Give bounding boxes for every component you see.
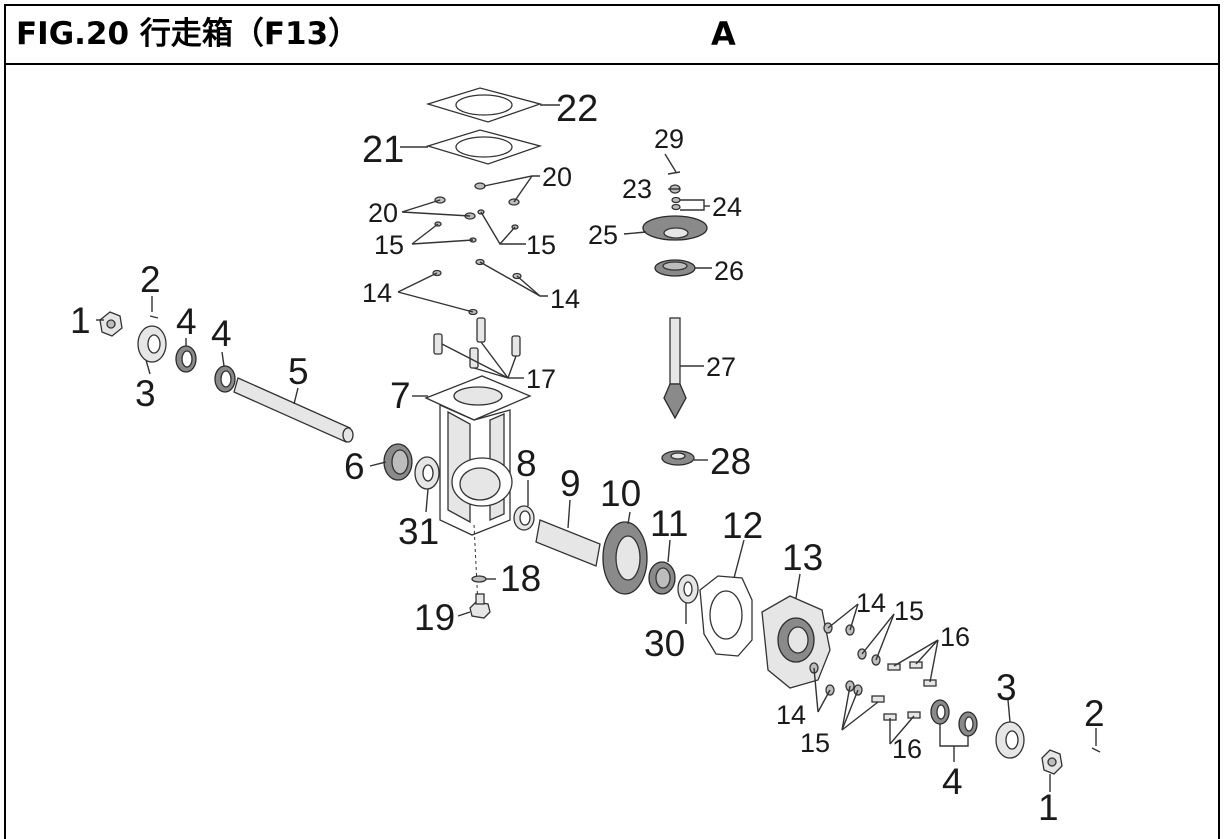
callout-labels: 22 21 20 20 15 15 14 14 17 7 1 2 3 4 4 5…: [70, 88, 1105, 828]
seal-4-left-a: [175, 345, 197, 373]
cover-13: [761, 595, 831, 689]
callout-19: 19: [414, 597, 455, 638]
washer-24: [671, 196, 681, 211]
seal-4-right-a: [930, 699, 950, 725]
title-bar: FIG.20 行走箱（F13） A: [6, 6, 1218, 65]
leader-lines: [96, 104, 1097, 792]
bevel-gear-25: [642, 215, 708, 241]
callout-24: 24: [712, 192, 742, 222]
callout-1-left: 1: [70, 300, 91, 341]
callout-26: 26: [714, 256, 744, 286]
callout-15-left: 15: [374, 230, 404, 260]
callout-31: 31: [398, 511, 439, 552]
gearbox-housing-7: [424, 375, 532, 536]
spacer-31: [414, 456, 440, 490]
callout-20-right: 20: [542, 162, 572, 192]
callout-20-left: 20: [368, 198, 398, 228]
callout-29: 29: [654, 124, 684, 154]
callout-25: 25: [588, 220, 618, 250]
callout-27: 27: [706, 352, 736, 382]
callout-13: 13: [782, 537, 823, 578]
pin-2-right: [1091, 747, 1101, 753]
bearing-6: [383, 443, 413, 481]
drain-washer-18: [471, 575, 487, 583]
bearing-26: [654, 259, 696, 277]
washer-3-right: [995, 721, 1025, 759]
washers-column: [432, 182, 522, 316]
callout-16-right-bottom: 16: [892, 734, 922, 764]
callout-14-right-top: 14: [856, 588, 886, 618]
pin-2-left: [149, 315, 159, 319]
view-label: A: [711, 15, 736, 53]
washer-30: [677, 574, 699, 604]
callout-16-right-top: 16: [940, 622, 970, 652]
seal-4-left-b: [214, 365, 236, 393]
bearing-11: [648, 561, 676, 595]
callout-15-right: 15: [526, 230, 556, 260]
seal-28: [661, 450, 695, 466]
drawing-frame: FIG.20 行走箱（F13） A: [4, 4, 1220, 839]
gasket-21: [425, 129, 543, 165]
callout-30: 30: [644, 623, 685, 664]
callout-4-right: 4: [942, 761, 963, 802]
callout-10: 10: [600, 473, 641, 514]
callout-15-right-top: 15: [894, 596, 924, 626]
callout-1-right: 1: [1038, 787, 1059, 828]
callout-6: 6: [344, 446, 365, 487]
callout-18: 18: [500, 558, 541, 599]
pinion-shaft-27: [663, 317, 687, 420]
callout-7: 7: [390, 375, 411, 416]
callout-3-right: 3: [996, 667, 1017, 708]
callout-14-right-bottom: 14: [776, 700, 806, 730]
callout-11: 11: [650, 503, 688, 544]
figure-title: FIG.20 行走箱（F13）: [16, 16, 360, 52]
bolts-17: [433, 317, 521, 369]
callout-14-right: 14: [550, 284, 580, 314]
gasket-12: [699, 575, 753, 657]
callout-23: 23: [622, 174, 652, 204]
callout-4-left-b: 4: [211, 313, 232, 354]
callout-21: 21: [362, 129, 404, 171]
callout-14-left: 14: [362, 278, 392, 308]
axle-shaft-5: [233, 377, 354, 443]
pin-29: [667, 171, 681, 175]
callout-5: 5: [288, 351, 309, 392]
sleeve-9: [535, 519, 601, 567]
callout-12: 12: [722, 505, 763, 546]
washer-3-left: [137, 325, 167, 363]
seal-4-right-b: [958, 711, 978, 737]
gasket-22: [425, 87, 543, 123]
callout-4-left-a: 4: [176, 301, 197, 342]
gear-10: [602, 521, 648, 595]
callout-28: 28: [710, 441, 751, 482]
callout-22: 22: [556, 88, 598, 130]
callout-3-left: 3: [135, 373, 156, 414]
drain-axis: [473, 524, 479, 606]
nut-1-left: [99, 311, 123, 337]
callout-8: 8: [516, 443, 537, 484]
callout-17: 17: [526, 364, 556, 394]
nut-1-right: [1041, 749, 1063, 775]
bushing-8: [513, 505, 535, 531]
callout-2-right: 2: [1084, 693, 1105, 734]
callout-2-left: 2: [140, 259, 161, 300]
callout-15-right-bottom: 15: [800, 728, 830, 758]
drain-bolt-19: [469, 593, 491, 619]
callout-9: 9: [560, 463, 581, 504]
